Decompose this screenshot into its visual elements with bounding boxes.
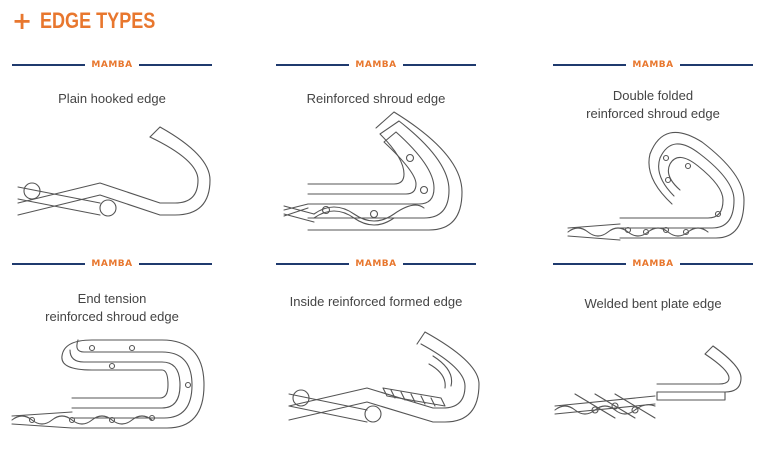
edge-label: Welded bent plate edge [584, 296, 722, 311]
edge-label: Double folded reinforced shroud edge [586, 88, 720, 121]
mamba-logo: MAMBA [632, 259, 674, 269]
page-title: EDGE TYPES [40, 8, 156, 33]
brand-divider: MAMBA [276, 58, 477, 72]
brand-divider: MAMBA [12, 257, 213, 271]
end-tension-shroud-edge-illustration [11, 339, 205, 429]
reinforced-shroud-edge-illustration [283, 111, 463, 231]
edge-label: Inside reinforced formed edge [289, 294, 463, 309]
edge-label: End tension reinforced shroud edge [45, 291, 179, 324]
section-heading: + EDGE TYPES [12, 7, 181, 35]
plus-icon: + [12, 7, 33, 35]
edge-label: Reinforced shroud edge [306, 91, 446, 106]
plain-hooked-edge-illustration [17, 126, 211, 217]
mamba-logo: MAMBA [355, 259, 397, 269]
mamba-logo: MAMBA [355, 60, 397, 70]
brand-divider: MAMBA [553, 257, 754, 271]
welded-bent-plate-edge-illustration [554, 345, 742, 419]
inside-reinforced-formed-edge-illustration [288, 331, 480, 423]
brand-divider: MAMBA [276, 257, 477, 271]
brand-divider: MAMBA [553, 58, 754, 72]
mamba-logo: MAMBA [632, 60, 674, 70]
edge-label: Plain hooked edge [58, 91, 166, 106]
brand-divider: MAMBA [12, 58, 213, 72]
mamba-logo: MAMBA [91, 60, 133, 70]
double-folded-shroud-edge-illustration [567, 131, 745, 241]
mamba-logo: MAMBA [91, 259, 133, 269]
